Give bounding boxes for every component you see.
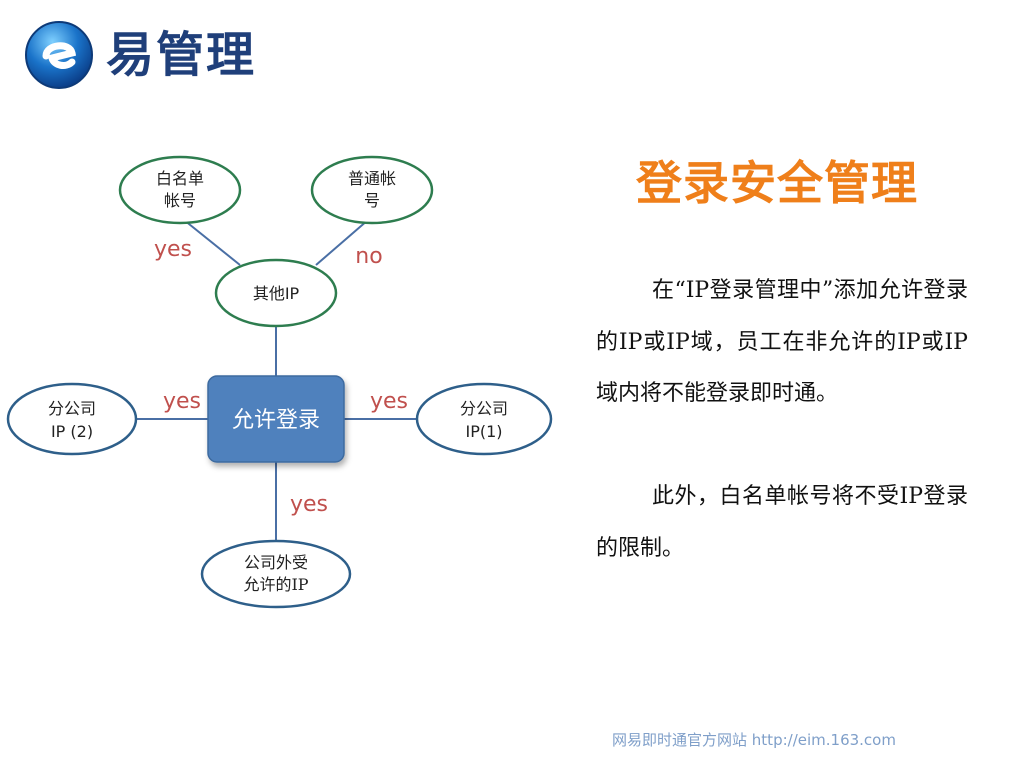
node-branch2-line2: IP (2) [51, 422, 93, 441]
footer-text: 网易即时通官方网站 [612, 731, 748, 749]
node-other-ip: 其他IP [214, 258, 338, 328]
node-branch-ip-2: 分公司 IP (2) [6, 382, 138, 456]
edge-label-bottom: yes [290, 492, 328, 517]
node-outside-line1: 公司外受 [244, 553, 308, 572]
node-normal-line2: 号 [364, 191, 380, 210]
node-whitelist-account: 白名单 帐号 [118, 155, 242, 225]
edge-normal [315, 219, 369, 266]
footer-website: 网易即时通官方网站 http://eim.163.com [612, 728, 896, 752]
node-outside-allowed-ip: 公司外受 允许的IP [200, 539, 352, 609]
node-other-ip-line1: 其他IP [253, 284, 300, 303]
edge-label-left: yes [163, 389, 201, 414]
node-branch1-line2: IP(1) [465, 422, 502, 441]
description-paragraph-1: 在“IP登录管理中”添加允许登录的IP或IP域，员工在非允许的IP或IP域内将不… [596, 278, 968, 406]
node-whitelist-line1: 白名单 [156, 169, 204, 188]
node-branch2-line1: 分公司 [48, 399, 96, 418]
node-allow-login-label: 允许登录 [232, 408, 320, 433]
footer-url[interactable]: http://eim.163.com [751, 731, 896, 749]
section-title: 登录安全管理 [636, 156, 918, 210]
edge-whitelist [183, 219, 241, 266]
brand-title: 易管理 [106, 27, 257, 83]
node-normal-account: 普通帐 号 [310, 155, 434, 225]
edge-label-right: yes [370, 389, 408, 414]
edge-label-normal: no [355, 244, 382, 269]
description-paragraph-2: 此外，白名单帐号将不受IP登录的限制。 [596, 484, 968, 561]
ip-login-diagram: yes no yes yes yes 白名单 帐号 普通帐 号 其他IP 分公司… [6, 155, 553, 609]
node-normal-line1: 普通帐 [348, 169, 396, 188]
node-outside-line2: 允许的IP [243, 575, 308, 594]
node-allow-login: 允许登录 [207, 375, 345, 463]
node-branch-ip-1: 分公司 IP(1) [415, 382, 553, 456]
node-whitelist-line2: 帐号 [164, 191, 196, 210]
e-letter-logo-icon [25, 21, 93, 89]
edge-label-whitelist: yes [154, 237, 192, 262]
node-branch1-line1: 分公司 [460, 399, 508, 418]
